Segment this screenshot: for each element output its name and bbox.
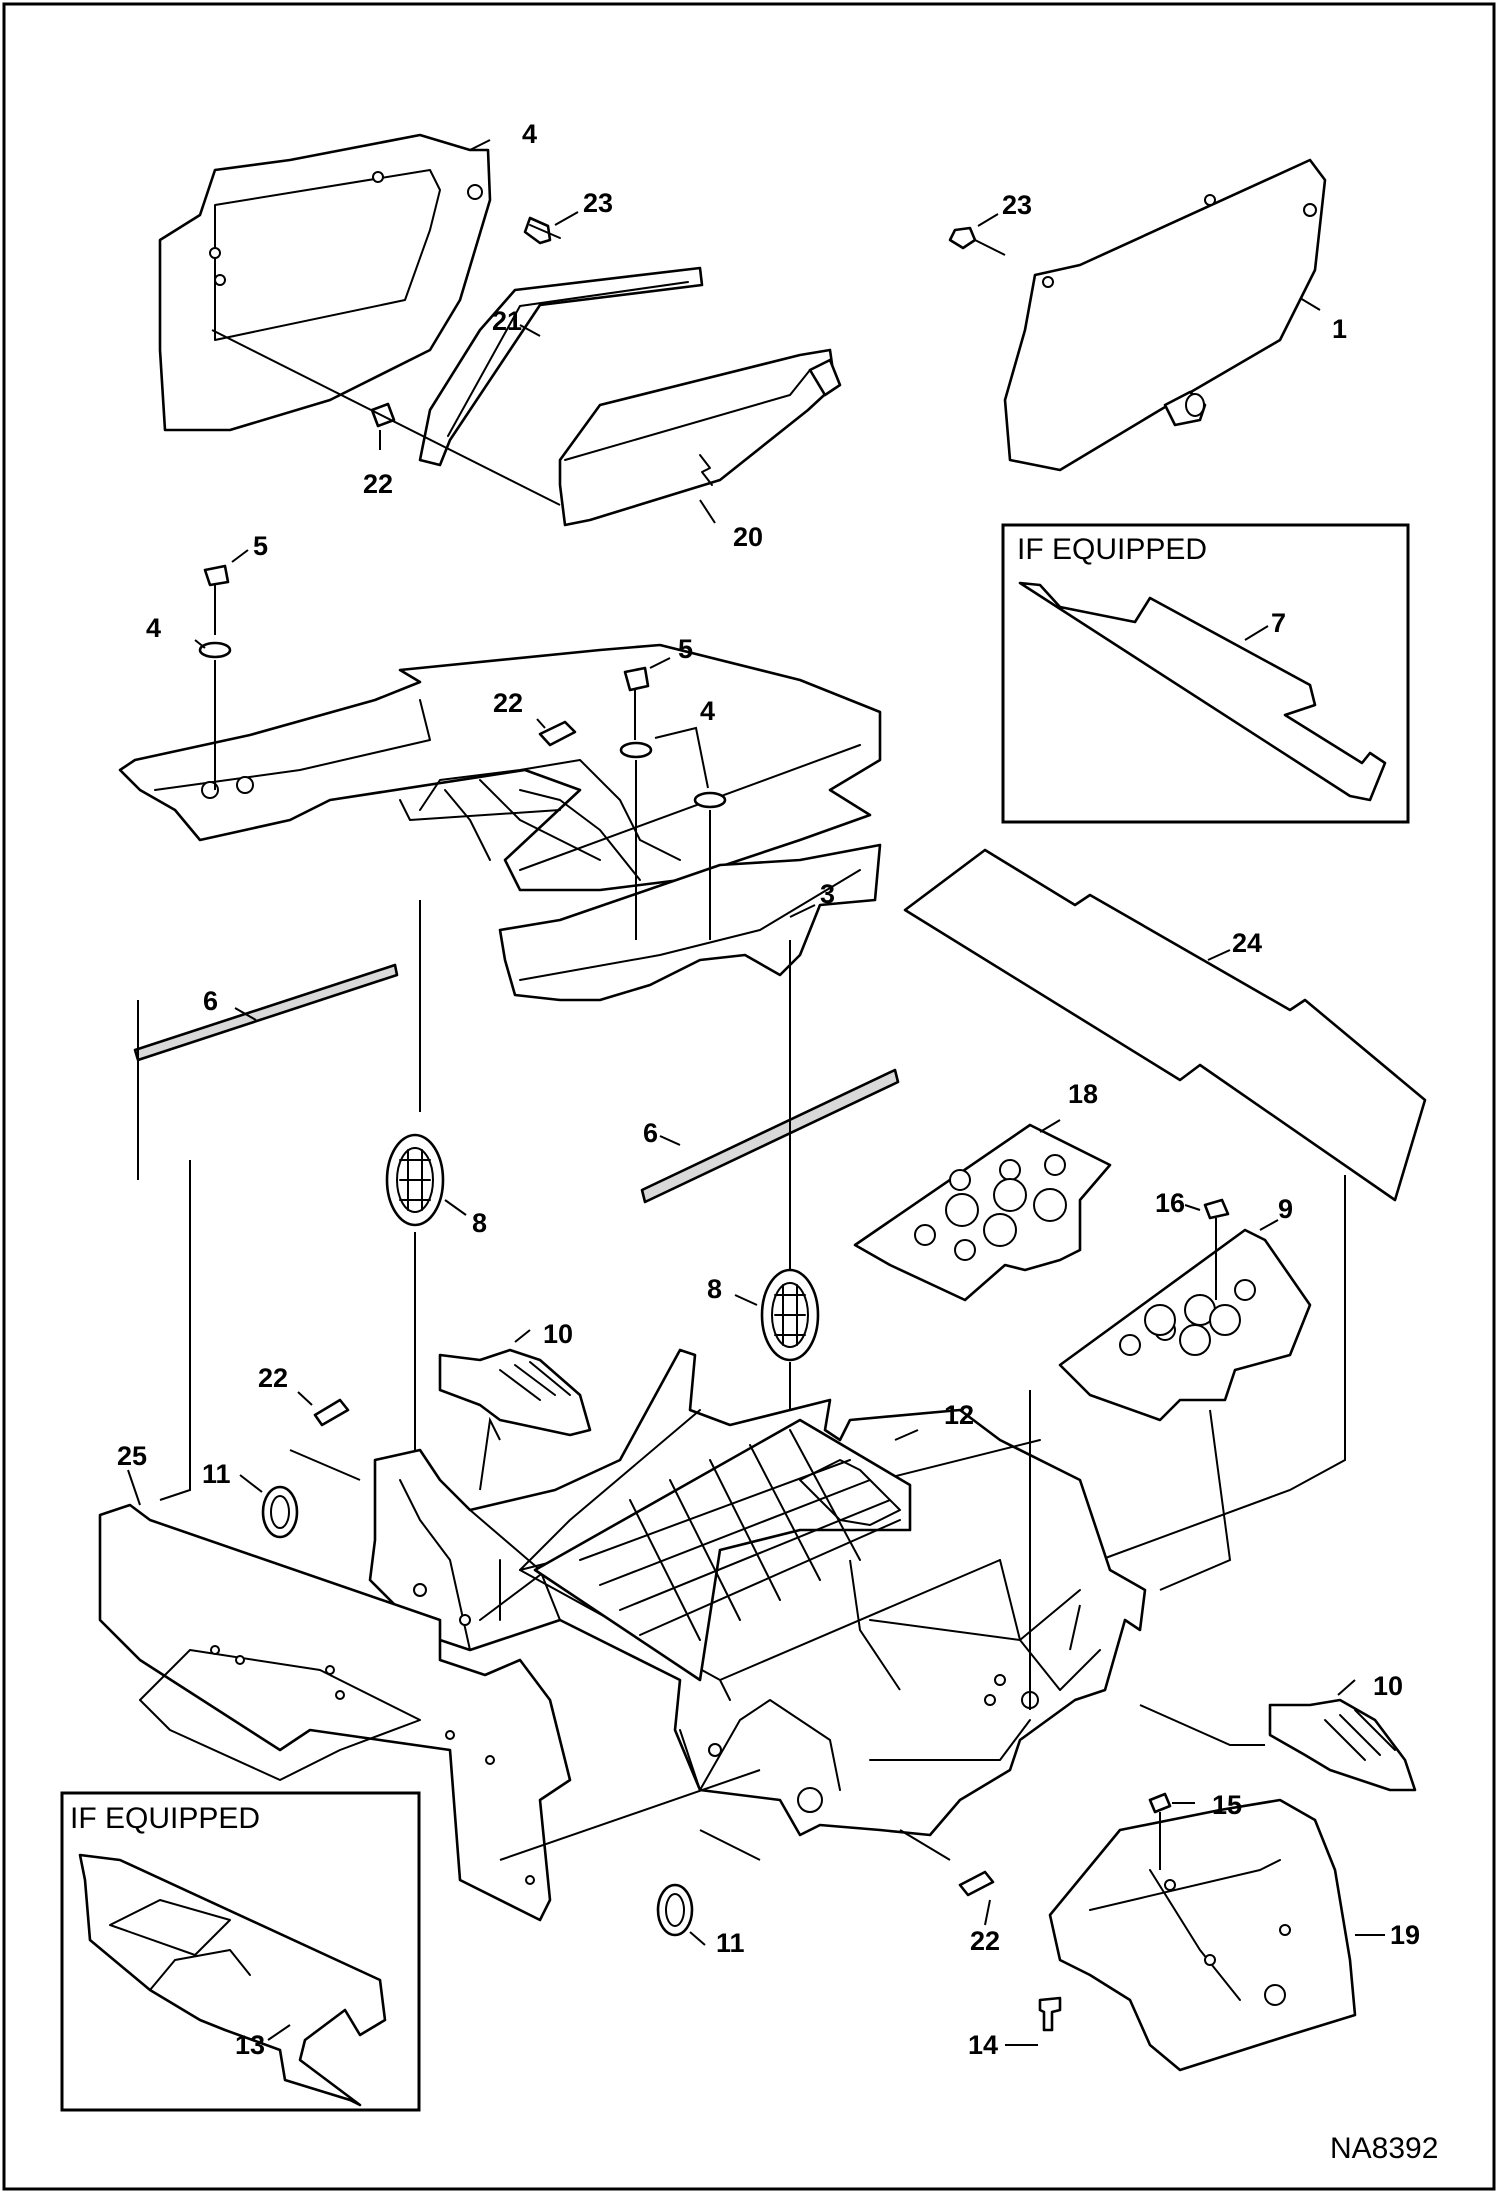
optional-box-bottom: IF EQUIPPED xyxy=(60,1791,421,2112)
callout-16: 16 xyxy=(1155,1188,1185,1218)
optional-box-top: IF EQUIPPED xyxy=(1001,523,1410,824)
plate-24 xyxy=(903,848,1427,1561)
callout-7: 7 xyxy=(1271,608,1286,638)
callout-19: 20 xyxy=(733,522,763,552)
callout-8-right: 8 xyxy=(707,1274,722,1304)
callout-11-upper: 11 xyxy=(202,1459,231,1489)
callout-4-right: 4 xyxy=(700,696,715,726)
plate-25 xyxy=(98,1469,572,1922)
callout-14: 14 xyxy=(968,2030,998,2060)
callout-22-low: 22 xyxy=(970,1926,1000,1956)
bolt-23-left xyxy=(523,211,579,245)
strip-6-left xyxy=(133,900,421,1180)
bolt-22-low xyxy=(958,1870,995,1926)
grommet-11-lower xyxy=(656,1883,706,1946)
bracket-10-left xyxy=(438,1329,592,1437)
step-plate-9 xyxy=(1058,1198,1312,1422)
washers-bolts xyxy=(194,549,727,940)
callout-20: 21 xyxy=(492,306,522,336)
clip-15 xyxy=(1148,1792,1195,1870)
clip-21 xyxy=(211,329,561,506)
callout-5-right: 5 xyxy=(678,634,693,664)
grommet-8-left xyxy=(385,1133,467,1460)
side-panel-right-1 xyxy=(1003,158,1327,472)
optional-box-top-title: IF EQUIPPED xyxy=(1017,533,1207,566)
side-panel-left-4 xyxy=(158,133,492,432)
callout-23-left: 23 xyxy=(583,188,613,218)
callout-12: 12 xyxy=(944,1400,974,1430)
strip-6-right xyxy=(640,940,900,1300)
bolt-22-mid xyxy=(297,1391,350,1427)
bolt-23-right xyxy=(948,213,1006,256)
callout-18: 19 xyxy=(1390,1920,1420,1950)
bolt-22-top xyxy=(536,718,577,747)
seal-20 xyxy=(418,266,704,467)
callout-1: 1 xyxy=(1332,314,1347,344)
callout-11-lower: 11 xyxy=(716,1928,745,1958)
callout-21: 22 xyxy=(363,469,393,499)
callout-8-left: 8 xyxy=(472,1208,487,1238)
callout-3: 3 xyxy=(820,879,835,909)
step-plate-17 xyxy=(853,1119,1112,1302)
leader-lines xyxy=(159,1160,1232,1861)
grommet-11-upper xyxy=(239,1474,299,1539)
callout-24: 24 xyxy=(1232,928,1262,958)
callout-17: 18 xyxy=(1068,1079,1098,1109)
floor-grate xyxy=(533,1418,912,1682)
callout-10-right: 10 xyxy=(1373,1671,1403,1701)
bolt-14 xyxy=(1005,1996,1062,2046)
callout-6-left: 6 xyxy=(203,986,218,1016)
callout-23-right: 23 xyxy=(1002,190,1032,220)
callout-22-top: 22 xyxy=(493,688,523,718)
drawing-number: NA8392 xyxy=(1330,2132,1438,2165)
bracket-10-right xyxy=(1139,1679,1417,1792)
grommet-8-right xyxy=(734,1268,820,1690)
callout-15: 15 xyxy=(1212,1790,1242,1820)
callout-5-left: 5 xyxy=(253,531,268,561)
callout-22-mid: 22 xyxy=(258,1363,288,1393)
cover-19 xyxy=(558,348,842,527)
console-3 xyxy=(118,643,882,1002)
housing-18 xyxy=(1048,1798,1385,2072)
callout-13: 13 xyxy=(235,2030,265,2060)
callout-9: 9 xyxy=(1278,1194,1293,1224)
callout-10-left: 10 xyxy=(543,1319,573,1349)
callout-labels: 4 23 23 1 21 22 20 5 4 22 5 4 7 3 24 6 6… xyxy=(117,119,1420,2060)
callout-6-right: 6 xyxy=(643,1118,658,1148)
optional-box-bottom-title: IF EQUIPPED xyxy=(70,1802,260,1835)
callout-4-left: 4 xyxy=(146,613,161,643)
callout-4-top: 4 xyxy=(522,119,537,149)
callout-25: 25 xyxy=(117,1441,147,1471)
